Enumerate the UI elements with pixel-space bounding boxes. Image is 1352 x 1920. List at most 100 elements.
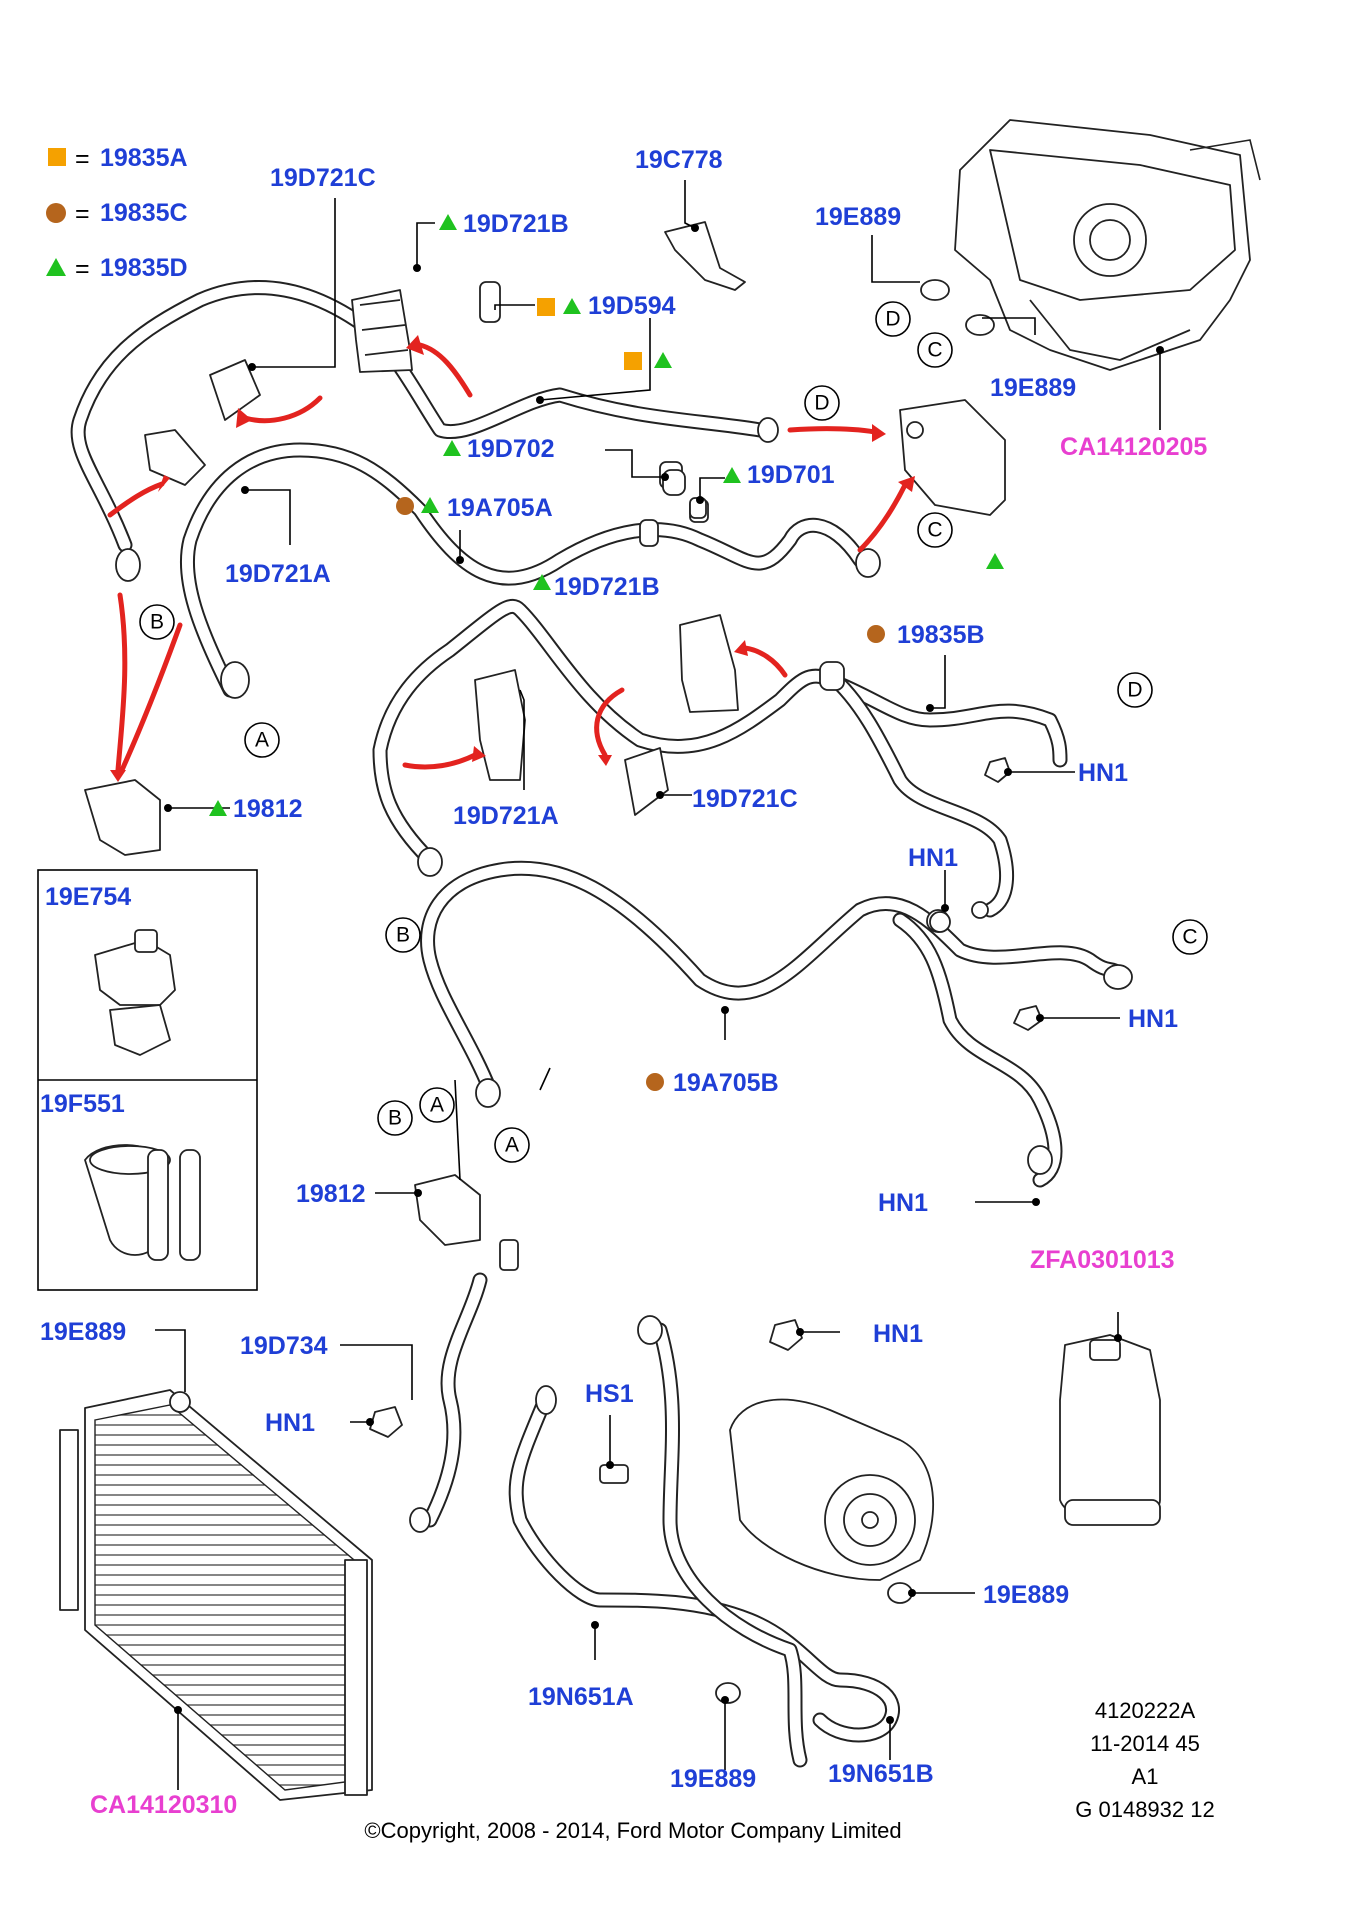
label-19e889: 19E889 [983,1581,1069,1609]
label-hn1: HN1 [1078,759,1128,787]
brown-circle-symbol [646,1073,664,1091]
label-19812: 19812 [296,1180,366,1208]
middle-pipe-assembly [372,598,1133,1188]
heater-evaporator-unit [899,119,1261,516]
label-19d721b: 19D721B [554,573,660,601]
label-ca14120205: CA14120205 [1060,433,1207,461]
legend-label-19835c: 19835C [100,199,188,227]
connector-letter: C [1182,926,1197,949]
connector-d-right: D [1117,672,1153,708]
label-19e889: 19E889 [815,203,901,231]
legend-label-19835d: 19835D [100,254,188,282]
connector-letter: B [150,611,164,634]
brown-circle-symbol [46,203,66,223]
label-19n651b: 19N651B [828,1760,934,1788]
label-19d721a: 19D721A [225,560,331,588]
label-19d721b: 19D721B [463,210,569,238]
label-hn1: HN1 [873,1320,923,1348]
legend-equals: = [75,255,90,283]
label-hn1: HN1 [878,1189,928,1217]
label-19d721a: 19D721A [453,802,559,830]
label-19e889: 19E889 [990,374,1076,402]
label-ca14120310: CA14120310 [90,1791,237,1819]
label-19e889: 19E889 [670,1765,756,1793]
connector-letter: C [927,339,942,362]
connector-a-middle: A [494,1127,530,1163]
connector-a-lower: A [419,1087,455,1123]
label-19d701: 19D701 [747,461,835,489]
connector-c-upper: C [917,332,953,368]
inset-boxes: 19E754 19F551 [37,869,258,1291]
label-hs1: HS1 [585,1380,634,1408]
connector-letter: D [1127,679,1142,702]
connector-a-left: A [244,722,280,758]
brown-circle-symbol [867,625,885,643]
upper-pipe-assembly [70,221,881,699]
connector-c-valve: C [917,512,953,548]
label-19a705a: 19A705A [447,494,553,522]
label-19e889: 19E889 [40,1318,126,1346]
part-labels: 19D721C 19D721B 19C778 19E889 19D594 19E… [40,146,1207,1819]
connector-letter: B [388,1107,402,1130]
green-triangle-symbol [209,800,227,816]
legend-label-19835a: 19835A [100,144,188,172]
direction-arrows [107,335,915,782]
connector-letter: B [396,924,410,947]
connector-c-right: C [1172,919,1208,955]
reference-code: G 0148932 12 [1075,1797,1214,1822]
label-zfa0301013: ZFA0301013 [1030,1246,1175,1274]
green-triangle-symbol [533,574,551,590]
connector-b-middle: B [385,917,421,953]
green-triangle-symbol [439,214,457,230]
connector-letter: A [430,1094,444,1117]
green-triangle-symbol [421,497,439,513]
connector-d-valve: D [804,385,840,421]
legend-equals: = [75,200,90,228]
reference-number: 4120222A [1095,1698,1196,1723]
orange-square-symbol [624,352,642,370]
orange-square-symbol [48,148,66,166]
connector-letter: A [255,729,269,752]
brown-circle-symbol [396,497,414,515]
green-triangle-symbol [563,298,581,314]
green-triangle-symbol [46,258,66,276]
label-symbols [209,214,1004,1091]
label-19a705b: 19A705B [673,1069,779,1097]
connector-d-upper: D [875,301,911,337]
label-19d594: 19D594 [588,292,676,320]
green-triangle-symbol [986,553,1004,569]
label-hn1: HN1 [908,844,958,872]
legend-equals: = [75,145,90,173]
green-triangle-symbol [443,440,461,456]
connector-b-lower: B [377,1100,413,1136]
leader-lines [155,180,1164,1790]
green-triangle-symbol [654,352,672,368]
label-hn1: HN1 [265,1409,315,1437]
label-19812: 19812 [233,795,303,823]
reference-revision: A1 [1132,1764,1159,1789]
reference-date: 11-2014 45 [1090,1731,1200,1756]
label-19c778: 19C778 [635,146,723,174]
connector-letter: A [505,1134,519,1157]
copyright-notice: ©Copyright, 2008 - 2014, Ford Motor Comp… [364,1818,901,1843]
connector-letter: D [814,392,829,415]
legend: = 19835A = 19835C = 19835D [46,144,188,283]
connector-letter: C [927,519,942,542]
connector-letter: D [885,308,900,331]
label-19d702: 19D702 [467,435,555,463]
label-19e754: 19E754 [45,883,131,911]
label-19835b: 19835B [897,621,985,649]
connector-b-left: B [139,604,175,640]
label-19d721c: 19D721C [270,164,376,192]
label-hn1: HN1 [1128,1005,1178,1033]
label-19f551: 19F551 [40,1090,125,1118]
label-19d734: 19D734 [240,1332,328,1360]
reference-block: 4120222A 11-2014 45 A1 G 0148932 12 [1075,1698,1214,1822]
orange-square-symbol [537,298,555,316]
lower-assembly [59,779,1161,1801]
label-19d721c: 19D721C [692,785,798,813]
green-triangle-symbol [723,467,741,483]
label-19n651a: 19N651A [528,1683,634,1711]
connector-markers: D C D C B A D B [139,301,1208,1163]
